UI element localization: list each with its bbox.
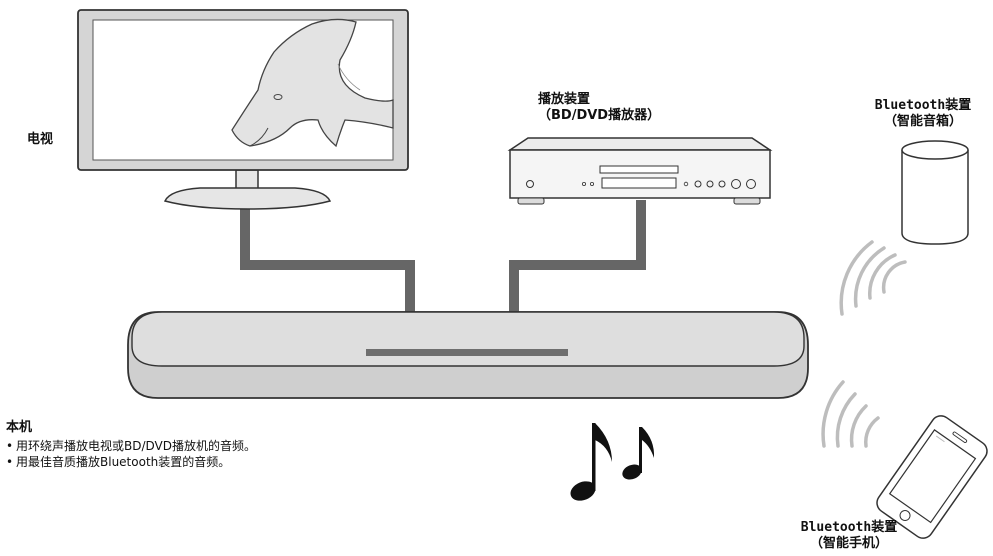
feature-item: •用环绕声播放电视或BD/DVD播放机的音频。 [6,439,256,453]
phone-sound-waves [821,380,880,448]
smart-speaker-illustration [901,140,969,245]
tv-cable [238,205,417,318]
player-label-line1: 播放装置 [538,92,591,107]
player-illustration [507,137,773,205]
eighth-note-small [622,427,655,480]
player-label: 播放装置 （BD/DVD播放器） [538,92,678,124]
tv-illustration [77,9,409,210]
feature-item: •用最佳音质播放Bluetooth装置的音频。 [6,455,231,469]
unit-feature-list: 本机 •用环绕声播放电视或BD/DVD播放机的音频。 •用最佳音质播放Bluet… [6,420,256,470]
smartphone-illustration [876,415,988,539]
feature-item-text: 用最佳音质播放Bluetooth装置的音频。 [16,455,231,469]
phone-label-line1: Bluetooth装置 [800,520,898,535]
tv-label: 电视 [27,132,54,147]
dolphin-image [231,18,394,148]
eighth-note-large [570,423,612,501]
soundbar-illustration [127,311,809,399]
music-notes-icon [570,423,655,501]
phone-label: Bluetooth装置 （智能手机） [786,520,912,552]
player-label-line2: （BD/DVD播放器） [538,108,661,123]
speaker-label-line2: （智能音箱） [883,114,962,129]
speaker-sound-waves [839,240,907,316]
unit-title: 本机 [6,420,33,435]
speaker-label-line1: Bluetooth装置 [874,98,972,113]
phone-label-line2: （智能手机） [809,536,888,551]
player-cable [507,200,648,318]
feature-item-text: 用环绕声播放电视或BD/DVD播放机的音频。 [16,439,256,453]
speaker-label: Bluetooth装置 （智能音箱） [862,98,984,130]
